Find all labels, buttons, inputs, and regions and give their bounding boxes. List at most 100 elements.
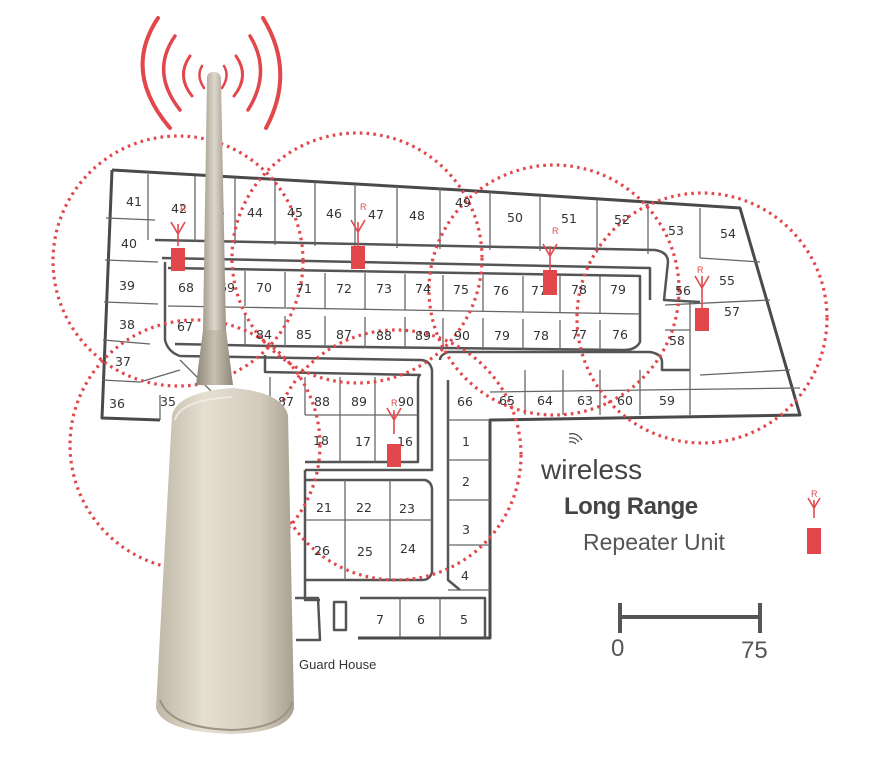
lot-50: 54	[720, 226, 736, 241]
repeater-marker	[386, 407, 402, 467]
roads	[154, 238, 701, 642]
lot-35: 39	[119, 278, 135, 293]
lot-55: 59	[659, 393, 675, 408]
marker-letter: R	[552, 226, 559, 236]
coverage-circle	[230, 131, 484, 385]
lot-53: 57	[724, 304, 740, 319]
lot-48: 52	[614, 212, 630, 227]
lot-numbers: 41 42 43 44 45 46 47 48 49 50 51 52 53 5…	[109, 194, 740, 627]
lot-66: 70	[256, 280, 272, 295]
lot-33: 37	[115, 354, 131, 369]
lot-21: 21	[316, 500, 332, 515]
scale-min-label: 0	[611, 635, 625, 662]
lot-90: 90	[398, 394, 414, 409]
marker-letter: R	[811, 489, 818, 499]
lot-88: 88	[314, 394, 330, 409]
lot-46: 50	[507, 210, 523, 225]
lot-4: 4	[461, 568, 469, 583]
coverage-circle	[68, 318, 322, 572]
lot-32: 36	[109, 396, 125, 411]
coverage-circle	[51, 134, 305, 388]
lot-26: 26	[314, 543, 330, 558]
scale-max-label: 75	[741, 637, 768, 664]
lot-17: 17	[355, 434, 371, 449]
legend-repeater-unit-text: Repeater Unit	[583, 529, 725, 555]
lot-74: 78	[571, 282, 587, 297]
lot-84: 85	[296, 327, 312, 342]
lot-75: 79	[610, 282, 626, 297]
lot-64: 68	[178, 280, 194, 295]
lot-78: 78	[533, 328, 549, 343]
repeater-marker	[694, 275, 710, 331]
lot-22: 22	[356, 500, 372, 515]
lot-59: 65	[499, 393, 515, 408]
lot-31: 35	[160, 394, 176, 409]
parcel-outline	[100, 168, 802, 640]
lot-5: 5	[460, 612, 468, 627]
lot-34: 38	[119, 317, 135, 332]
lot-68: 72	[336, 281, 352, 296]
lot-41: 45	[287, 205, 303, 220]
lot-58: 64	[537, 393, 553, 408]
lot-7: 7	[376, 612, 384, 627]
lot-63: 67	[177, 319, 193, 334]
lot-45: 49	[455, 195, 471, 210]
repeater-marker	[350, 219, 366, 269]
coverage-circle	[269, 328, 523, 582]
lot-52: 56	[675, 283, 691, 298]
lot-23: 23	[399, 501, 415, 516]
lot-71: 75	[453, 282, 469, 297]
lot-73: 77	[531, 283, 547, 298]
lot-47: 51	[561, 211, 577, 226]
marker-letter: R	[697, 265, 704, 275]
coverage-circles	[51, 131, 829, 582]
lot-69: 73	[376, 281, 392, 296]
lot-72: 76	[493, 283, 509, 298]
guard-house-label: Guard House	[299, 657, 376, 672]
legend-repeater-marker	[807, 497, 821, 554]
lot-67: 71	[296, 281, 312, 296]
lot-76: 76	[612, 327, 628, 342]
repeater-markers	[170, 219, 821, 554]
lot-40: 44	[247, 205, 263, 220]
lot-81: 89	[415, 328, 431, 343]
legend-long-range-text: Long Range	[564, 493, 698, 520]
lot-80: 90	[454, 328, 470, 343]
lot-51: 55	[719, 273, 735, 288]
lot-6: 6	[417, 612, 425, 627]
repeater-letters: R R R R R R	[180, 202, 818, 499]
repeater-device-image	[156, 72, 294, 734]
marker-letter: R	[391, 398, 398, 408]
marker-letter: R	[360, 202, 367, 212]
lot-60: 66	[457, 394, 473, 409]
lot-70: 74	[415, 281, 431, 296]
lot-79: 79	[494, 328, 510, 343]
lot-77: 77	[571, 327, 587, 342]
legend-wireless-text: wireless	[541, 454, 643, 485]
coverage-circle	[575, 191, 829, 445]
lot-82: 88	[376, 328, 392, 343]
marker-letter: R	[180, 204, 187, 214]
lot-24: 24	[400, 541, 416, 556]
repeater-marker	[170, 221, 186, 271]
scale-bar	[618, 603, 762, 633]
lot-56: 60	[617, 393, 633, 408]
lot-44: 48	[409, 208, 425, 223]
lot-36: 40	[121, 236, 137, 251]
lot-dividers	[101, 174, 801, 638]
lot-43: 47	[368, 207, 384, 222]
coverage-circle	[427, 163, 681, 417]
wifi-icon	[568, 433, 583, 445]
lot-42: 46	[326, 206, 342, 221]
lot-49: 53	[668, 223, 684, 238]
lot-83: 87	[336, 327, 352, 342]
lot-18: 18	[313, 433, 329, 448]
lot-85: 84	[256, 327, 272, 342]
lot-37: 41	[126, 194, 142, 209]
lot-3: 3	[462, 522, 470, 537]
repeater-marker	[542, 243, 558, 295]
lot-38: 42	[171, 201, 187, 216]
lot-57: 63	[577, 393, 593, 408]
